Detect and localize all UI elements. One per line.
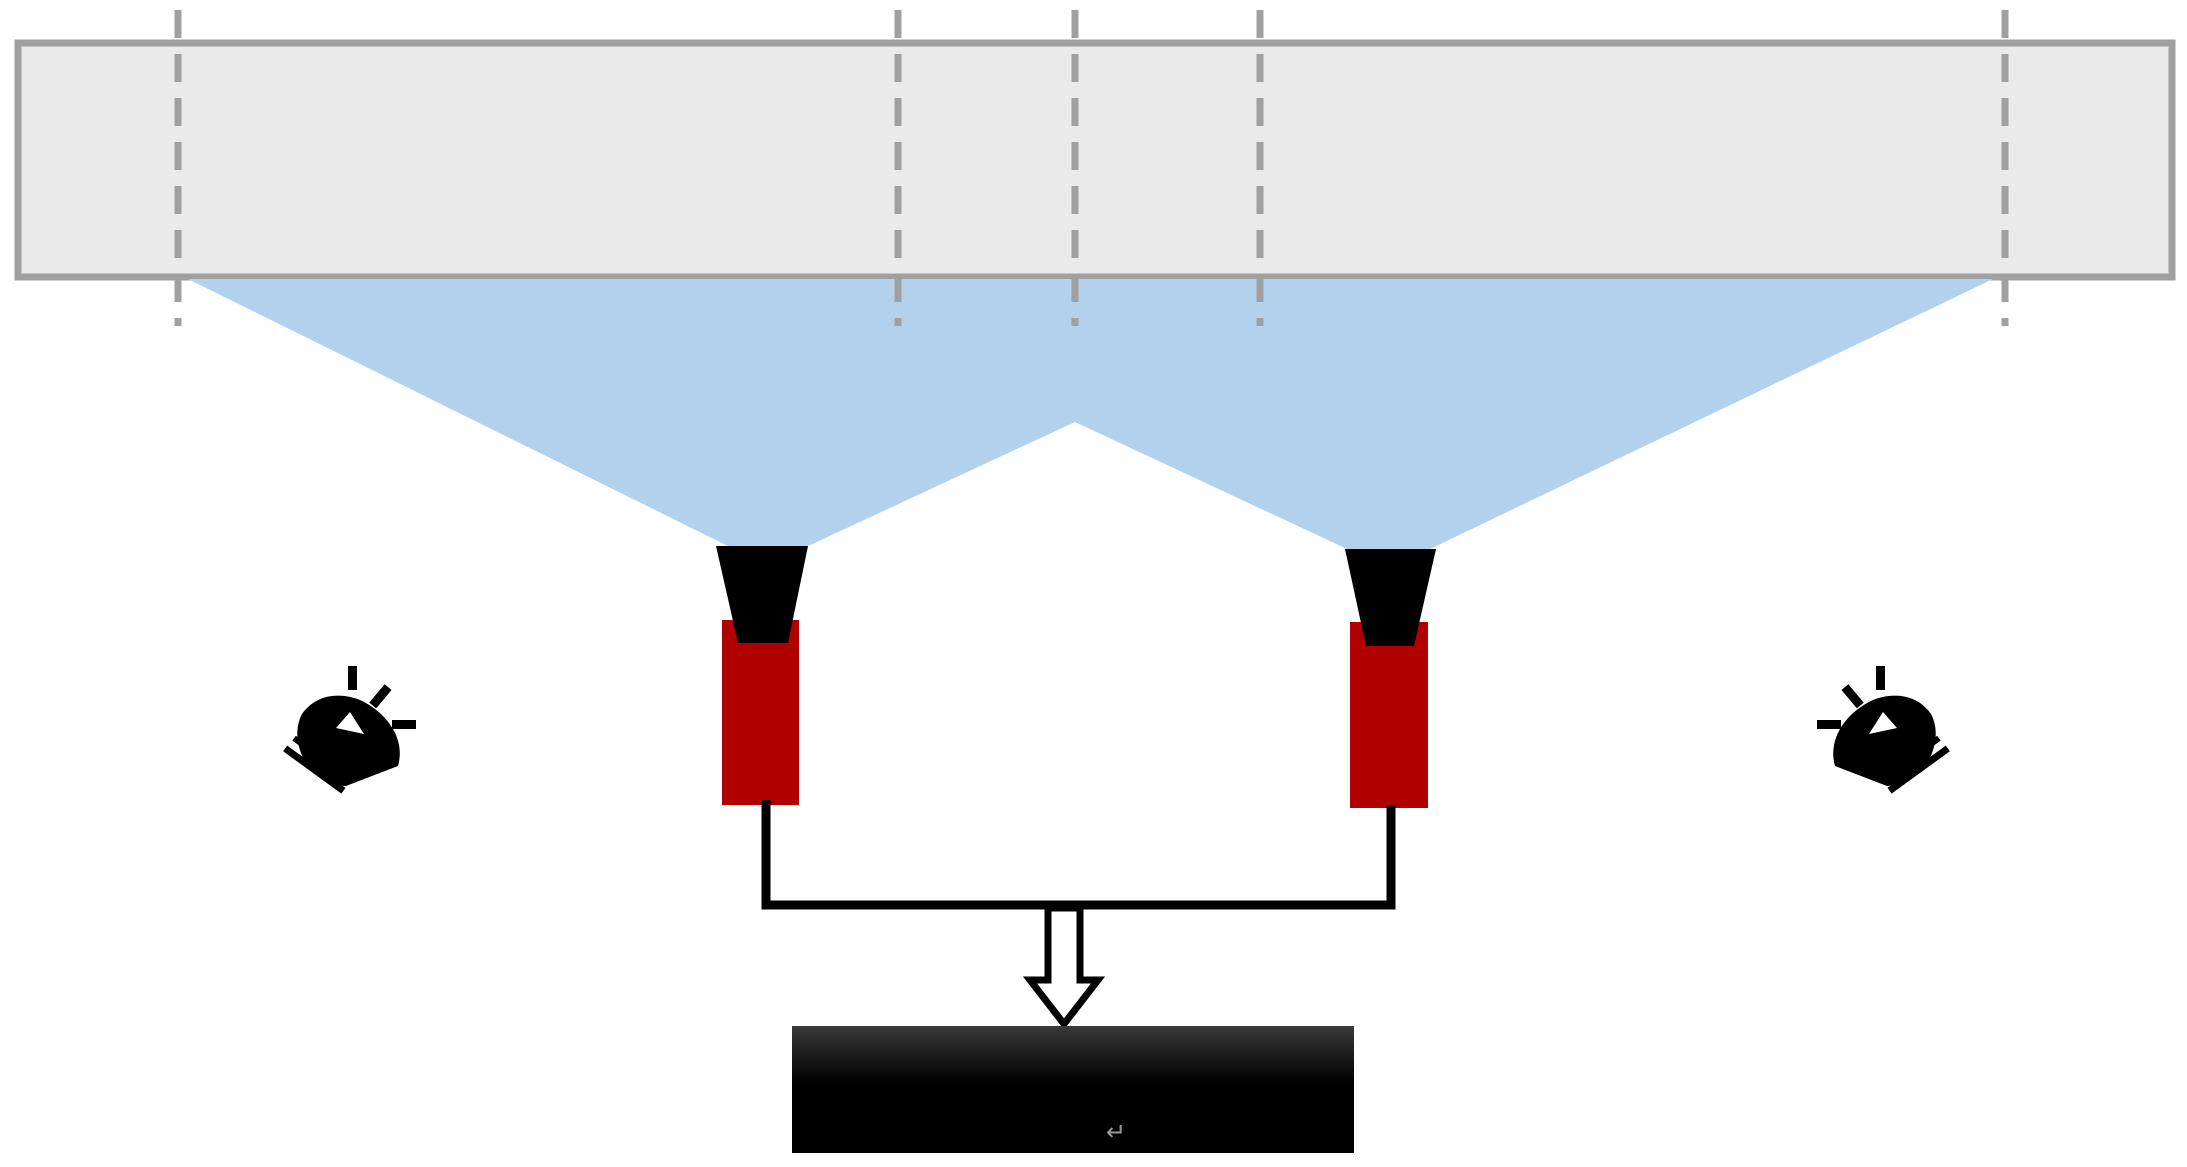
camera-body <box>722 620 799 805</box>
camera-lens <box>716 546 808 643</box>
camera-right <box>1345 549 1436 808</box>
down-arrow-icon <box>1022 904 1106 1030</box>
spotlight-icon <box>1817 666 1950 794</box>
spotlight-icon <box>283 666 416 794</box>
camera-cable <box>761 800 1396 910</box>
dashed-guide-lines <box>174 10 2009 326</box>
camera-body <box>1350 622 1428 808</box>
conveyor-belt <box>14 39 2176 281</box>
field-of-view-right <box>1075 279 1993 549</box>
paragraph-mark: ↵ <box>1106 1118 1126 1146</box>
processing-unit <box>792 1026 1354 1153</box>
field-of-view-left <box>188 279 1075 546</box>
camera-left <box>716 546 808 805</box>
camera-lens <box>1345 549 1436 646</box>
